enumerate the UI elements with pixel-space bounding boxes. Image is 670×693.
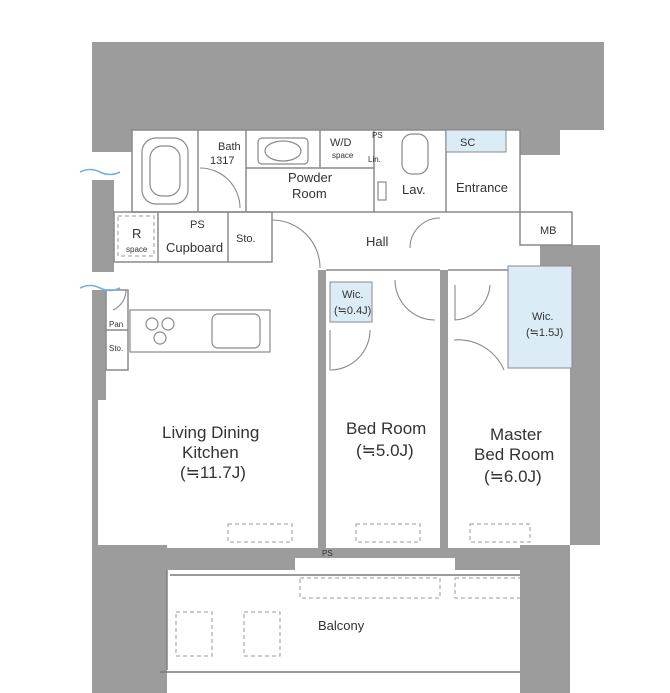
storage-label: Sto. [236,233,256,245]
ps-left-label: PS [190,219,205,231]
powder-room-label: Powder [288,170,333,185]
wic-small-label: Wic. [342,289,363,301]
mb-label: MB [540,225,557,237]
pan-label: Pan [109,320,123,329]
window-icon [79,284,121,292]
bath-size-label: 1317 [210,155,234,167]
cupboard-label: Cupboard [166,240,223,255]
balcony-area [160,570,520,673]
exterior-walls [92,42,604,693]
storage-side-label: Sto. [109,344,123,353]
sc-label: SC [460,137,475,149]
bed-room-label: Bed Room [346,419,426,438]
ldk-label-2: Kitchen [182,443,239,462]
interior-lines [105,129,573,371]
walk-in-closet-small [329,281,373,323]
entrance-label: Entrance [456,180,508,195]
wd-label: W/D [330,137,351,149]
wic-large-label: Wic. [532,311,553,323]
walk-in-closet-large [507,265,573,369]
room-labels: Bath 1317 Powder Room W/D space PS Lin. … [109,131,563,633]
ldk-label: Living Dining [162,423,259,442]
lav-label: Lav. [402,182,426,197]
master-bed-room-label: Bed Room [474,445,554,464]
r-label: R [132,226,141,241]
door-swings [112,167,505,371]
wic-large-size-label: (≒1.5J) [526,327,563,339]
master-size-label: (≒6.0J) [484,467,542,486]
powder-room-label-2: Room [292,186,327,201]
window-icon [79,168,121,176]
balcony-label: Balcony [318,618,365,633]
master-label: Master [490,425,542,444]
fixtures [129,133,429,353]
ps-bottom-label: PS [322,549,333,558]
r-space-label: space [126,245,148,254]
hall-label: Hall [366,234,389,249]
ps-top-label: PS [372,131,383,140]
bath-label: Bath [218,141,241,153]
wic-small-size-label: (≒0.4J) [334,305,371,317]
shoe-cabinet [445,129,507,153]
bed-room-size-label: (≒5.0J) [356,441,414,460]
wd-space-label: space [332,151,354,160]
ldk-size-label: (≒11.7J) [180,463,246,482]
dashed-marks [117,215,531,657]
linen-label: Lin. [368,155,381,164]
